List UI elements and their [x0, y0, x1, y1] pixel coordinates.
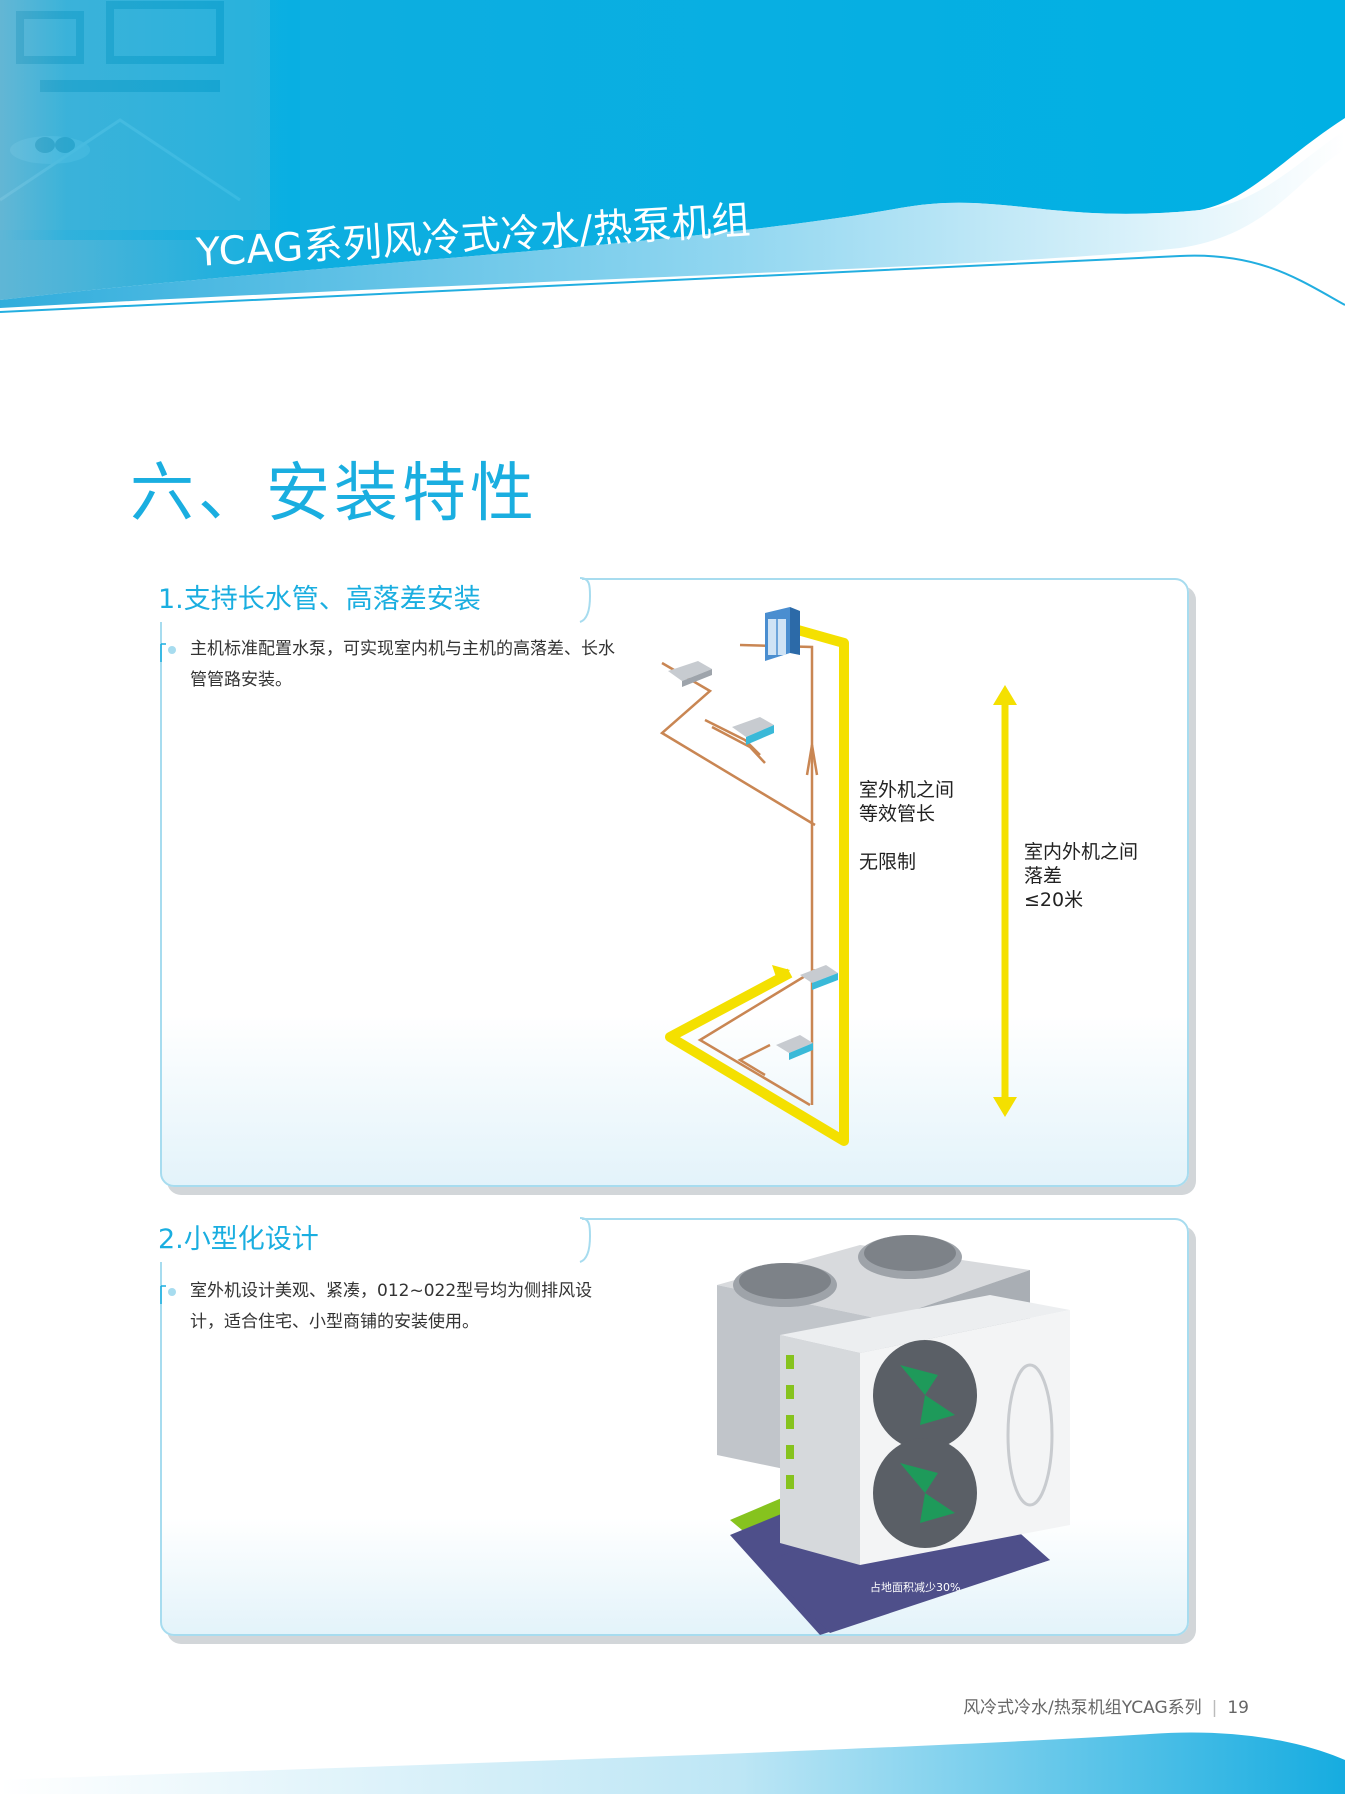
height-drop-label-1: 室内外机之间	[1024, 841, 1139, 863]
unit-comparison-illustration	[717, 1235, 1070, 1635]
pipe-length-label-1: 室外机之间	[859, 779, 955, 801]
page-number: 19	[1227, 1698, 1249, 1718]
page-title: 六、安装特性	[130, 457, 538, 531]
footer-divider: |	[1211, 1698, 1218, 1718]
section-2-text: 室外机设计美观、紧凑，012~022型号均为侧排风设计，适合住宅、小型商铺的安装…	[190, 1281, 593, 1332]
panel-tab-notch	[150, 570, 582, 622]
bullet-icon	[160, 643, 176, 662]
footer-series-label: 风冷式冷水/热泵机组YCAG系列	[963, 1698, 1202, 1718]
section-2-heading: 2.小型化设计	[158, 1224, 319, 1255]
section-panel-1	[160, 578, 1189, 1187]
footer: 风冷式冷水/热泵机组YCAG系列 | 19	[963, 1693, 1249, 1718]
footprint-label: 占地面积减少30%	[870, 1581, 961, 1594]
section-1-heading: 1.支持长水管、高落差安装	[158, 584, 481, 615]
piping-diagram	[659, 607, 1017, 1146]
panel-tab-curve	[579, 1217, 592, 1263]
outdoor-unit-icon	[765, 607, 800, 661]
header-banner	[0, 0, 1345, 313]
indoor-unit-icon	[732, 717, 774, 745]
bullet-icon	[160, 1285, 176, 1304]
footer-wave	[0, 1732, 1345, 1794]
panel-tab-notch	[150, 1210, 582, 1262]
panel-tab-curve	[579, 577, 592, 623]
height-drop-label-3: ≤20米	[1024, 889, 1084, 911]
indoor-unit-icon	[668, 661, 712, 687]
indoor-unit-icon	[776, 1035, 813, 1060]
pipe-length-label-3: 无限制	[859, 851, 917, 873]
section-1-text: 主机标准配置水泵，可实现室内机与主机的高落差、长水管管路安装。	[190, 639, 615, 690]
height-drop-label-2: 落差	[1024, 865, 1063, 887]
pipe-length-label-2: 等效管长	[859, 803, 936, 825]
indoor-unit-icon	[800, 965, 838, 990]
